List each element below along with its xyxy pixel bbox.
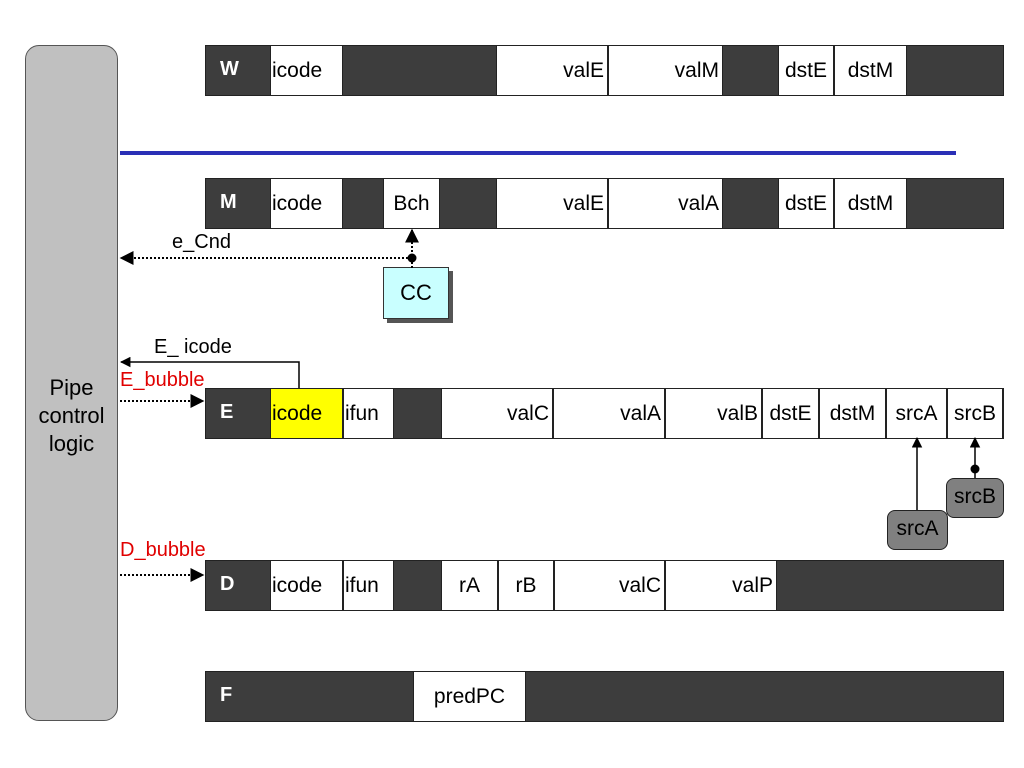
e-valb-field: valB <box>665 389 762 438</box>
e-register: E icode ifun valC valA valB dstE dstM sr… <box>205 388 1004 439</box>
w-dste-field: dstE <box>778 46 834 95</box>
m-bch-field: Bch <box>383 179 440 228</box>
separator-line <box>120 151 956 155</box>
d-register: D icode ifun rA rB valC valP <box>205 560 1004 611</box>
decode-srca-box: srcA <box>887 510 948 550</box>
e-valc-field: valC <box>441 389 553 438</box>
pipe-control-logic <box>25 45 118 721</box>
m-icode-field: icode <box>270 179 343 228</box>
e-vala-field: valA <box>553 389 665 438</box>
m-vala-field: valA <box>608 179 723 228</box>
e-stage-label: E <box>220 401 234 423</box>
e-icode-signal-label: E_ icode <box>154 336 232 358</box>
m-dstm-field: dstM <box>834 179 907 228</box>
d-rb-field: rB <box>498 561 554 610</box>
condition-codes-box: CC <box>383 267 449 319</box>
e-icode-wire <box>119 356 300 388</box>
pipe-control-label-line1: Pipe <box>49 375 94 400</box>
w-register: W icode valE valM dstE dstM <box>205 45 1004 96</box>
pipe-control-label-line3: logic <box>48 431 95 456</box>
d-stage-label: D <box>220 573 235 595</box>
e-bubble-signal-label: E_bubble <box>120 369 205 391</box>
f-stage-label: F <box>220 684 233 706</box>
srcb-junction <box>970 464 980 474</box>
pipe-control-label-line2: control <box>38 403 105 428</box>
d-ra-field: rA <box>441 561 498 610</box>
e-icode-field: icode <box>270 389 343 438</box>
e-dste-field: dstE <box>762 389 819 438</box>
m-vale-field: valE <box>496 179 608 228</box>
d-valp-field: valP <box>665 561 777 610</box>
m-dste-field: dstE <box>778 179 834 228</box>
f-predpc-field: predPC <box>413 672 526 721</box>
d-ifun-field: ifun <box>343 561 394 610</box>
m-stage-label: M <box>220 191 237 213</box>
d-icode-field: icode <box>270 561 343 610</box>
e-srcb-field: srcB <box>947 389 1003 438</box>
w-dstm-field: dstM <box>834 46 907 95</box>
e-srca-field: srcA <box>886 389 947 438</box>
w-valm-field: valM <box>608 46 723 95</box>
w-icode-field: icode <box>270 46 343 95</box>
e-ifun-field: ifun <box>343 389 394 438</box>
e-dstm-field: dstM <box>819 389 886 438</box>
d-valc-field: valC <box>554 561 665 610</box>
e-cnd-signal-label: e_Cnd <box>172 231 231 253</box>
f-register: F predPC <box>205 671 1004 722</box>
w-stage-label: W <box>220 58 239 80</box>
d-bubble-signal-label: D_bubble <box>120 539 206 561</box>
m-register: M icode Bch valE valA dstE dstM <box>205 178 1004 229</box>
w-vale-field: valE <box>496 46 608 95</box>
decode-srcb-box: srcB <box>946 478 1004 518</box>
pipe-control-label: Pipe control logic <box>25 374 118 458</box>
